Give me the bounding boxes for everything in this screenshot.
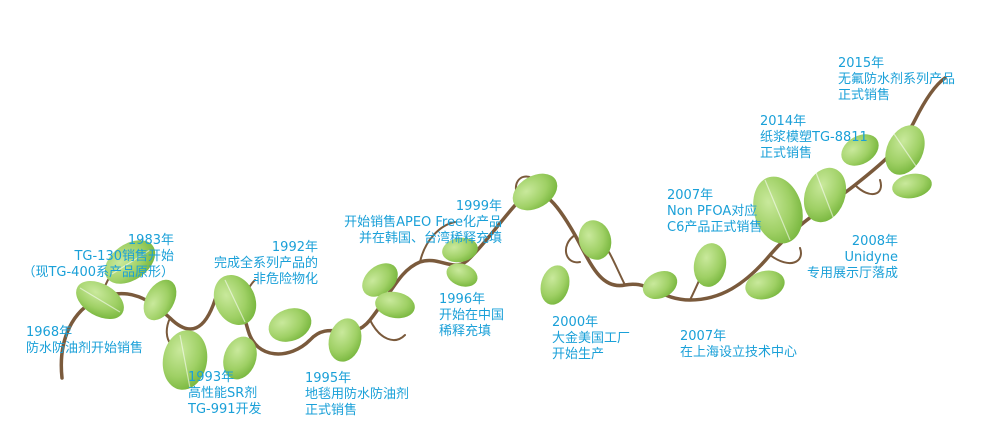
milestone-text: 纸浆模塑TG-8811 [760, 130, 868, 145]
milestone-text: 开始生产 [552, 347, 605, 362]
milestone-text: Non PFOA对应 [667, 204, 758, 219]
milestone-text: 在上海设立技术中心 [680, 345, 798, 360]
milestone-text: TG-130销售开始 [74, 249, 174, 264]
milestone-2007-shanghai: 2007年 在上海设立技术中心 [680, 329, 797, 361]
milestone-year: 1996年 [439, 292, 486, 307]
milestone-text: 专用展示厅落成 [806, 266, 898, 281]
milestone-2000: 2000年 大金美国工厂 开始生产 [552, 315, 630, 363]
milestone-text: （现TG-400系产品原形） [22, 265, 174, 280]
milestone-1996: 1996年 开始在中国 稀释充填 [439, 292, 504, 340]
milestone-text: 正式销售 [760, 146, 813, 161]
milestone-text: Unidyne [844, 250, 898, 265]
milestone-1993: 1993年 高性能SR剂 TG-991开发 [188, 370, 262, 418]
milestone-year: 1995年 [305, 371, 352, 386]
milestone-1968: 1968年 防水防油剂开始销售 [26, 325, 143, 357]
milestone-text: 完成全系列产品的 [213, 256, 318, 271]
milestone-2007-c6: 2007年 Non PFOA对应 C6产品正式销售 [667, 188, 762, 236]
milestone-text: 正式销售 [305, 403, 358, 418]
milestone-year: 2007年 [680, 329, 727, 344]
milestone-year: 2007年 [667, 188, 714, 203]
leaf-cluster [76, 125, 932, 390]
milestone-text: C6产品正式销售 [667, 220, 763, 235]
milestone-year: 1999年 [455, 199, 502, 214]
milestone-year: 2015年 [838, 56, 885, 71]
milestone-text: 无氟防水剂系列产品 [838, 72, 956, 87]
milestone-year: 2014年 [760, 114, 807, 129]
milestone-2008: 2008年 Unidyne 专用展示厅落成 [786, 234, 898, 282]
milestone-text: TG-991开发 [188, 402, 262, 417]
milestone-text: 稀释充填 [439, 324, 492, 339]
milestone-1983: 1983年 TG-130销售开始 （现TG-400系产品原形） [4, 233, 174, 281]
milestone-1992: 1992年 完成全系列产品的 非危险物化 [190, 240, 318, 288]
milestone-1995: 1995年 地毯用防水防油剂 正式销售 [305, 371, 409, 419]
milestone-text: 大金美国工厂 [552, 331, 631, 346]
milestone-year: 1992年 [271, 240, 318, 255]
milestone-text: 高性能SR剂 [188, 386, 258, 401]
milestone-2015: 2015年 无氟防水剂系列产品 正式销售 [838, 56, 955, 104]
milestone-2014: 2014年 纸浆模塑TG-8811 正式销售 [760, 114, 868, 162]
milestone-year: 1968年 [26, 325, 73, 340]
milestone-text: 开始销售APEO Free化产品 [344, 215, 502, 230]
milestone-year: 1983年 [127, 233, 174, 248]
milestone-text: 地毯用防水防油剂 [305, 387, 410, 402]
milestone-text: 非危险物化 [252, 272, 318, 287]
leaf-veins [79, 127, 921, 389]
milestone-year: 2008年 [851, 234, 898, 249]
milestone-text: 开始在中国 [439, 308, 505, 323]
milestone-1999: 1999年 开始销售APEO Free化产品 并在韩国、台湾稀释充填 [318, 199, 502, 247]
milestone-text: 防水防油剂开始销售 [26, 341, 144, 356]
milestone-year: 2000年 [552, 315, 599, 330]
milestone-text: 并在韩国、台湾稀释充填 [358, 231, 502, 246]
milestone-year: 1993年 [188, 370, 235, 385]
milestone-text: 正式销售 [838, 88, 891, 103]
